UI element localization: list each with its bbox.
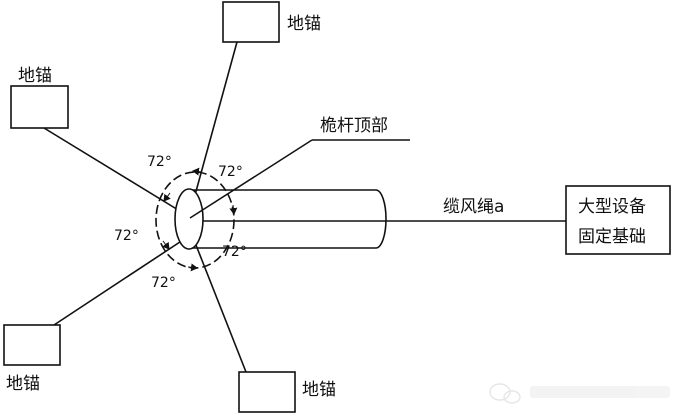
equipment-label-line2: 固定基础 (578, 227, 646, 247)
anchor-box-top (222, 1, 280, 43)
anchor-box-left-upper (10, 85, 69, 129)
equipment-label-line1: 大型设备 (578, 197, 646, 217)
anchor-label-top: 地锚 (287, 14, 321, 34)
guy-rope-left-lower (53, 237, 187, 326)
angle-arrow-bottom (187, 263, 198, 272)
equipment-foundation-box (565, 185, 671, 255)
guy-rope-left-upper (43, 127, 189, 217)
angle-label-lower-right: 72° (222, 244, 247, 260)
angle-label-left: 72° (114, 228, 139, 244)
guy-rope-top (191, 41, 238, 207)
guy-rope-bottom (193, 239, 247, 373)
anchor-label-left-upper: 地锚 (18, 66, 52, 86)
mast-top-ellipse (174, 188, 204, 250)
anchor-label-left-lower: 地锚 (6, 374, 40, 394)
anchor-box-bottom (238, 371, 296, 413)
angle-label-upper-right: 72° (218, 164, 243, 180)
mast-body (190, 189, 387, 249)
watermark-icon (489, 383, 670, 404)
angle-arrow-top (192, 167, 203, 176)
mast-top-label: 桅杆顶部 (320, 116, 388, 136)
anchor-label-bottom: 地锚 (302, 380, 336, 400)
guy-rope-a-label: 缆风绳a (443, 197, 504, 217)
anchor-box-left-lower (3, 324, 61, 366)
angle-arrow-right (229, 204, 238, 215)
angle-arrow-lower-left (162, 240, 170, 250)
mast-top-leader (189, 139, 313, 219)
angle-label-top: 72° (147, 154, 172, 170)
angle-label-bottom: 72° (151, 275, 176, 291)
angle-arrow-upper-left (163, 192, 171, 202)
